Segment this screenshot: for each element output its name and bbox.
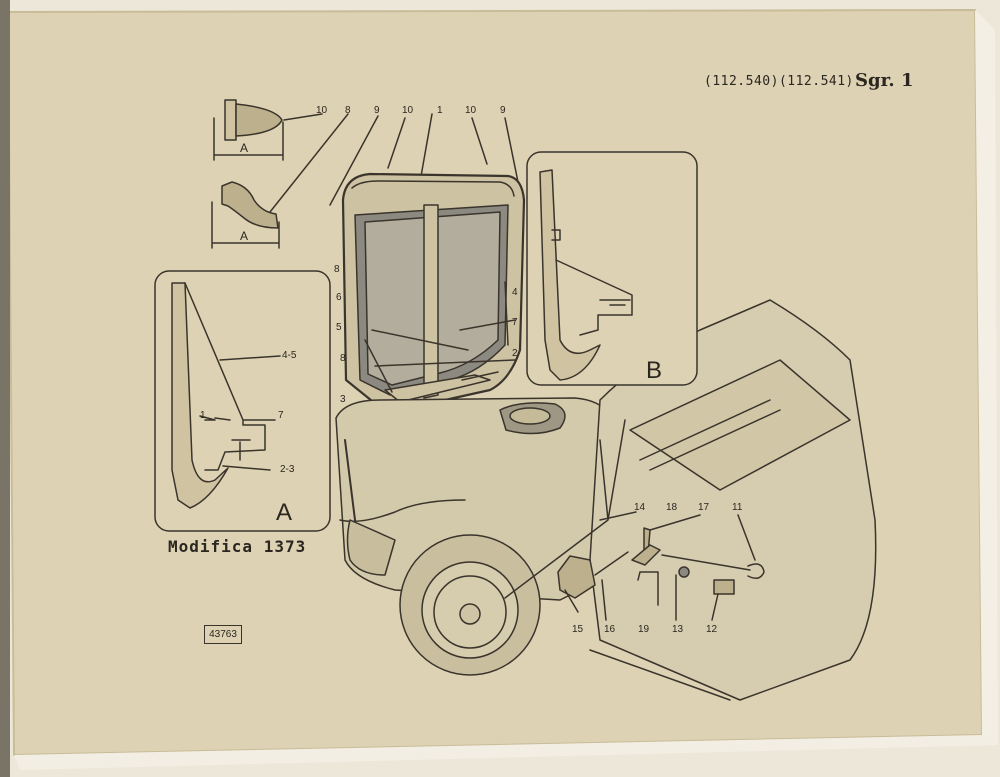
- callout-top-5: 1: [437, 105, 443, 116]
- callout-right-2: 7: [512, 317, 518, 328]
- header-group: Sgr. 1: [855, 70, 914, 91]
- car-body-outline: [335, 299, 877, 701]
- callout-left-5: 3: [340, 394, 346, 405]
- detail-panel-a: [154, 270, 331, 532]
- callout-left-2: 6: [336, 292, 342, 303]
- callout-right-1: 4: [512, 287, 518, 298]
- detail-panel-b: [526, 151, 698, 386]
- callout-parts-6: 16: [604, 624, 616, 635]
- hood-frame-assembly: [341, 172, 526, 412]
- callout-parts-4: 11: [732, 502, 743, 513]
- callout-left-4: 8: [340, 353, 346, 364]
- callout-top-2: 8: [345, 105, 351, 116]
- callout-parts-3: 17: [698, 502, 710, 513]
- modification-caption: Modifica 1373: [168, 537, 307, 556]
- callout-a-1: 4-5: [282, 350, 297, 361]
- callout-a-2: 1: [200, 410, 206, 421]
- callout-top-3: 9: [374, 105, 380, 116]
- detail-letter-a: A: [276, 499, 292, 526]
- callout-top-4: 10: [402, 105, 414, 116]
- callout-parts-7: 19: [638, 624, 650, 635]
- callout-a-4: 2-3: [280, 464, 295, 475]
- callout-top-7: 9: [500, 105, 506, 116]
- callout-a-3: 7: [278, 410, 284, 421]
- callout-parts-8: 13: [672, 624, 684, 635]
- callout-parts-5: 15: [572, 624, 584, 635]
- callout-left-3: 5: [336, 322, 342, 333]
- callout-parts-9: 12: [706, 624, 718, 635]
- latch-parts-drawing: [557, 511, 765, 621]
- detail-letter-b: B: [646, 357, 662, 384]
- hinge-cap-drawing: [213, 99, 284, 161]
- callout-parts-2: 18: [666, 502, 678, 513]
- callout-top-1: 10: [316, 105, 328, 116]
- header-reference: (112.540)(112.541): [704, 74, 854, 89]
- document-number: 43763: [204, 625, 242, 644]
- dimension-label-2: A: [240, 229, 248, 243]
- dimension-label-1: A: [240, 141, 248, 155]
- bumper-stop-drawing: [211, 181, 280, 249]
- callout-left-1: 8: [334, 264, 340, 275]
- callout-parts-1: 14: [634, 502, 646, 513]
- callout-right-3: 2: [512, 348, 518, 359]
- wheel-drawing: [399, 534, 541, 676]
- callout-top-6: 10: [465, 105, 477, 116]
